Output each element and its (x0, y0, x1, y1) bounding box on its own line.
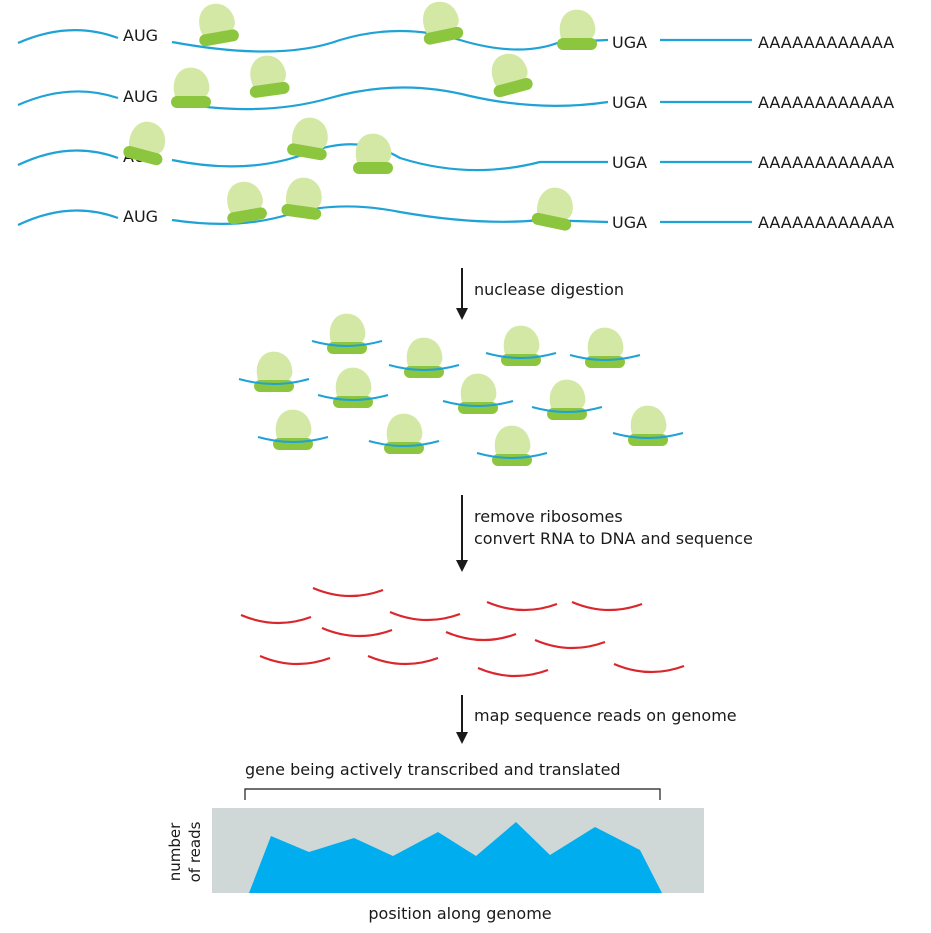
sequence-reads (240, 586, 685, 678)
ribosome (458, 373, 498, 414)
poly-a-tail-label: AAAAAAAAAAAA (758, 153, 894, 172)
ribosome (501, 325, 541, 366)
ribosome (423, 1, 464, 45)
ribosome (171, 67, 211, 108)
ribosome (628, 405, 668, 446)
read-density-plot: gene being actively transcribed and tran… (166, 760, 704, 923)
ribosome (281, 177, 322, 220)
sequence-read (321, 626, 393, 638)
fragment (531, 379, 603, 420)
stop-codon-label: UGA (612, 93, 647, 112)
stop-codon-label: UGA (612, 153, 647, 172)
start-codon-label: AUG (123, 26, 158, 45)
ribosome (227, 181, 267, 225)
ribosome (199, 3, 239, 47)
fragment (612, 405, 684, 446)
ribosome (547, 379, 587, 420)
sequence-read (445, 630, 517, 642)
step-arrow-1: nuclease digestion (456, 268, 624, 320)
read-density-area (249, 822, 662, 893)
step-label-map-reads: map sequence reads on genome (474, 706, 737, 725)
start-codon-label: AUG (123, 87, 158, 106)
sequence-read (240, 613, 312, 625)
step-label-remove-ribosomes: remove ribosomes (474, 507, 623, 526)
ribosome (491, 53, 533, 98)
ribosome (531, 187, 573, 231)
stop-codon-label: UGA (612, 33, 647, 52)
ribosome (404, 337, 444, 378)
fragment (476, 425, 548, 466)
fragment (368, 413, 440, 454)
y-axis-label: number of reads (166, 821, 204, 882)
ribosome (492, 425, 532, 466)
sequence-read (613, 662, 685, 674)
step-label-nuclease: nuclease digestion (474, 280, 624, 299)
sequence-read (571, 600, 643, 612)
x-axis-label: position along genome (368, 904, 551, 923)
ribosome (327, 313, 367, 354)
step-label-convert-sequence: convert RNA to DNA and sequence (474, 529, 753, 548)
y-axis-label-line1: number (166, 822, 184, 881)
ribosome (585, 327, 625, 368)
ribosome (287, 117, 328, 161)
ribosome (353, 133, 393, 174)
sequence-read (534, 638, 606, 650)
y-axis-label-line2: of reads (186, 821, 204, 882)
gene-bracket (244, 788, 661, 800)
ribosome (123, 121, 165, 166)
mrna-row-2: AUG UGA AAAAAAAAAAAA (17, 86, 894, 112)
poly-a-tail-label: AAAAAAAAAAAA (758, 33, 894, 52)
mrna-row-4: AUG UGA AAAAAAAAAAAA (17, 205, 894, 232)
step-arrow-3: map sequence reads on genome (456, 695, 737, 744)
stop-codon-label: UGA (612, 213, 647, 232)
fragment (317, 367, 389, 408)
sequence-read (477, 666, 549, 678)
start-codon-label: AUG (123, 207, 158, 226)
fragment (311, 313, 383, 354)
fragment (569, 327, 641, 368)
step-arrow-2: remove ribosomes convert RNA to DNA and … (456, 495, 753, 572)
poly-a-tail-label: AAAAAAAAAAAA (758, 93, 894, 112)
sequence-read (486, 600, 558, 612)
mrna-panel: AUG UGA AAAAAAAAAAAA AUG UGA AAAAAAAAAAA… (17, 1, 894, 232)
ribosome (557, 9, 597, 50)
sequence-read (389, 610, 461, 622)
ribosome (333, 367, 373, 408)
ribosome (249, 55, 290, 98)
fragment (442, 373, 514, 414)
protected-fragments (238, 313, 684, 466)
poly-a-tail-label: AAAAAAAAAAAA (758, 213, 894, 232)
sequence-read (312, 586, 384, 598)
sequence-read (259, 654, 331, 666)
ribosome (254, 351, 294, 392)
fragment (238, 351, 310, 392)
sequence-read (367, 654, 439, 666)
gene-label: gene being actively transcribed and tran… (245, 760, 621, 779)
fragment (485, 325, 557, 366)
fragment (257, 409, 329, 450)
bound-ribosomes (123, 1, 597, 231)
ribosome (273, 409, 313, 450)
mrna-row-1: AUG UGA AAAAAAAAAAAA (17, 26, 894, 53)
ribosome (384, 413, 424, 454)
fragment (388, 337, 460, 378)
